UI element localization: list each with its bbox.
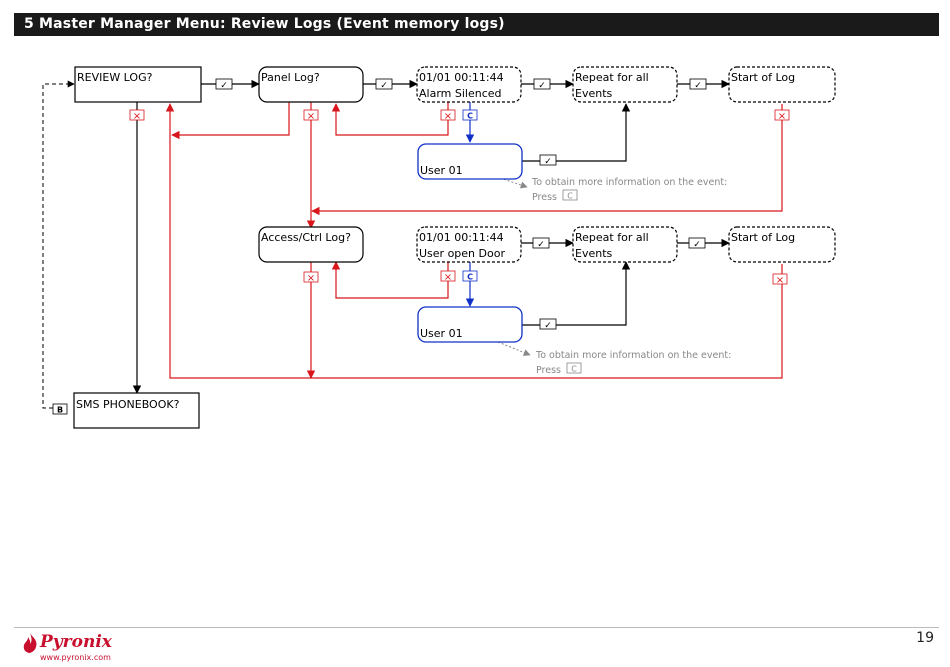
review-log-box <box>74 66 202 103</box>
logo-url: www.pyronix.com <box>40 653 111 662</box>
access-press-key <box>566 362 582 374</box>
tick-icon: ✓ <box>544 321 552 331</box>
access-user-box <box>417 306 523 343</box>
cross-icon: × <box>778 111 786 122</box>
yes-key-4 <box>689 78 707 90</box>
connector-access-start-no-back <box>165 103 783 379</box>
footer-rule <box>14 627 939 628</box>
cross-icon: × <box>307 273 315 284</box>
access-start-box <box>728 226 836 263</box>
pyronix-logo: Pyronix www.pyronix.com <box>22 631 122 665</box>
info-key-icon: C <box>467 112 473 121</box>
panel-repeat-box <box>572 66 678 103</box>
no-key-1 <box>129 109 145 121</box>
yes-key-1 <box>215 78 233 90</box>
yes-key-3 <box>533 78 551 90</box>
no-key-7 <box>772 273 788 285</box>
connector-access-event-no-back <box>331 261 449 299</box>
yes-key-badges: ✓ ✓ ✓ ✓ ✓ ✓ ✓ ✓ <box>215 78 707 331</box>
panel-start-label: Start of Log <box>731 71 795 84</box>
panel-user-box <box>417 143 523 180</box>
panel-repeat-line1: Repeat for all <box>575 71 649 84</box>
sms-phonebook-box <box>73 392 200 429</box>
access-event-line2: User open Door <box>419 247 505 260</box>
logo-brand-name: Pyronix <box>40 632 112 652</box>
connector-back-link <box>42 80 75 409</box>
panel-event-line2: Alarm Silenced <box>419 87 502 100</box>
yes-key-6 <box>532 237 550 249</box>
panel-event-line1: 01/01 00:11:44 <box>419 71 504 84</box>
access-repeat-box <box>572 226 678 263</box>
tick-icon: ✓ <box>220 81 228 91</box>
access-event-line1: 01/01 00:11:44 <box>419 231 504 244</box>
panel-press-hint: Press <box>532 192 557 203</box>
connector-event-no-back <box>331 102 449 136</box>
panel-log-label: Panel Log? <box>261 71 320 84</box>
panel-user-label: User 01 <box>420 164 463 177</box>
cross-icon: × <box>307 111 315 122</box>
no-key-badges: × × × × × × × <box>129 109 790 286</box>
back-key <box>52 403 68 415</box>
cross-icon: × <box>133 111 141 122</box>
no-key-3 <box>440 109 456 121</box>
cross-icon: × <box>444 272 452 283</box>
tick-icon: ✓ <box>380 81 388 91</box>
hint-leader-access <box>497 341 531 356</box>
sms-phonebook-label: SMS PHONEBOOK? <box>76 398 180 411</box>
press-key-icon: C <box>571 365 577 374</box>
access-event-box <box>416 226 522 263</box>
cross-icon: × <box>776 275 784 286</box>
yes-key-8 <box>539 318 557 330</box>
page-number: 19 <box>916 630 934 646</box>
tick-icon: ✓ <box>693 240 701 250</box>
access-start-label: Start of Log <box>731 231 795 244</box>
panel-press-key <box>562 189 578 201</box>
access-repeat-line2: Events <box>575 247 613 260</box>
yes-key-7 <box>688 237 706 249</box>
access-info-hint: To obtain more information on the event: <box>535 350 731 361</box>
tick-icon: ✓ <box>537 240 545 250</box>
header-bar: 5 Master Manager Menu: Review Logs (Even… <box>14 13 939 36</box>
no-key-6 <box>440 270 456 282</box>
panel-info-hint: To obtain more information on the event: <box>531 177 727 188</box>
tick-icon: ✓ <box>694 81 702 91</box>
tick-icon: ✓ <box>544 157 552 167</box>
info-key-1 <box>462 109 478 121</box>
back-key-icon: B <box>57 406 63 415</box>
review-log-label: REVIEW LOG? <box>77 71 153 84</box>
access-log-label: Access/Ctrl Log? <box>261 231 351 244</box>
no-key-4 <box>774 109 790 121</box>
no-key-5 <box>303 271 319 283</box>
tick-icon: ✓ <box>538 81 546 91</box>
connector-start-no-to-access <box>311 104 783 216</box>
access-user-label: User 01 <box>420 327 463 340</box>
info-key-2 <box>462 270 478 282</box>
info-key-icon: C <box>467 273 473 282</box>
flame-logo-icon <box>23 633 37 653</box>
panel-log-box <box>258 66 364 103</box>
connector-user-to-repeat <box>522 103 631 162</box>
access-press-hint: Press <box>536 365 561 376</box>
access-repeat-line1: Repeat for all <box>575 231 649 244</box>
connector-panel-no-back <box>171 102 290 140</box>
cross-icon: × <box>444 111 452 122</box>
info-key-badges: C C <box>462 109 478 282</box>
yes-key-2 <box>375 78 393 90</box>
access-log-box <box>258 226 364 263</box>
page-title: 5 Master Manager Menu: Review Logs (Even… <box>24 16 505 32</box>
press-key-icon: C <box>567 192 573 201</box>
panel-start-box <box>728 66 836 103</box>
panel-repeat-line2: Events <box>575 87 613 100</box>
panel-event-box <box>416 66 522 103</box>
connector-access-user-to-repeat <box>522 261 631 326</box>
yes-key-5 <box>539 154 557 166</box>
no-key-2 <box>303 109 319 121</box>
